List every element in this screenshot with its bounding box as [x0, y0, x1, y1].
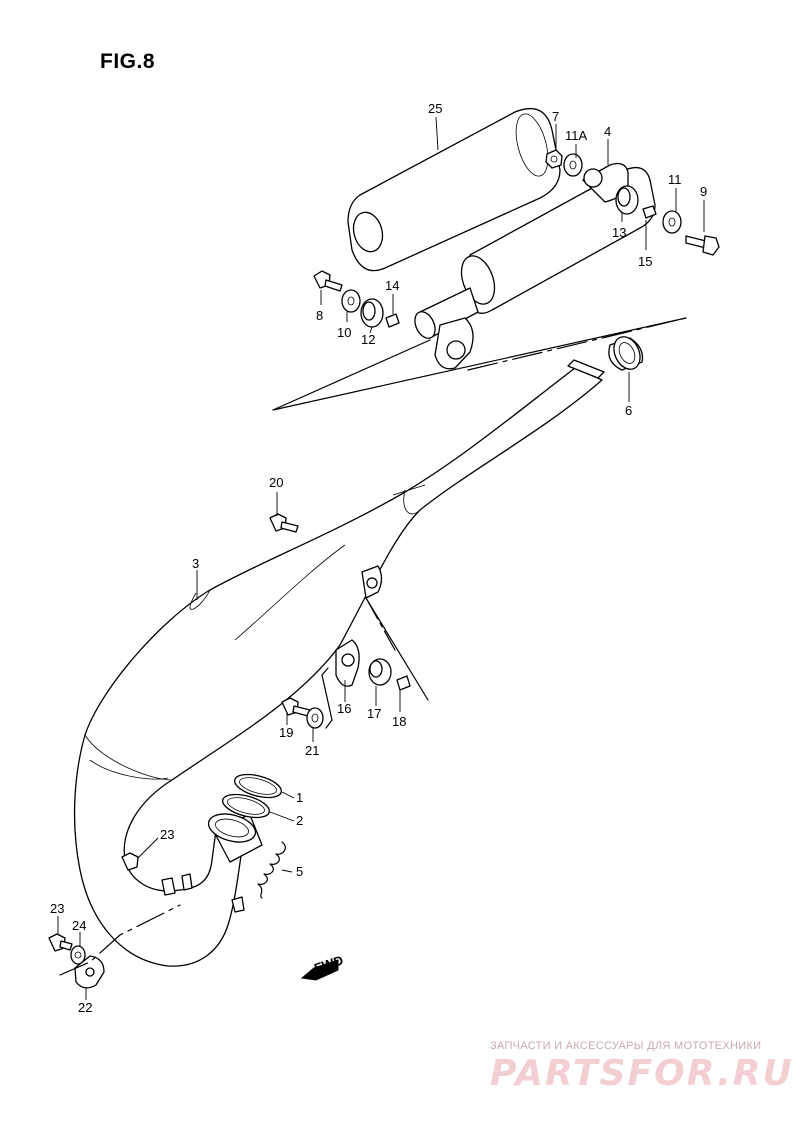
watermark-tagline: ЗАПЧАСТИ И АКСЕССУАРЫ ДЛЯ МОТОТЕХНИКИ — [490, 1040, 762, 1052]
leader-lines — [57, 116, 705, 1000]
callout-4: 4 — [604, 124, 611, 139]
callout-12: 12 — [361, 332, 375, 347]
exhaust-spring — [257, 841, 286, 899]
callout-9: 9 — [700, 184, 707, 199]
callout-14: 14 — [385, 278, 399, 293]
callout-15: 15 — [638, 254, 652, 269]
fwd-arrow-icon: FWD — [300, 952, 345, 981]
callout-18: 18 — [392, 714, 406, 729]
callout-24: 24 — [72, 918, 86, 933]
callout-23-upper: 23 — [160, 827, 174, 842]
callout-5: 5 — [296, 864, 303, 879]
silencer-guard — [347, 107, 561, 272]
callout-3: 3 — [192, 556, 199, 571]
silencer-body — [414, 162, 656, 370]
lower-mount-hardware — [48, 852, 181, 989]
callout-23-lower: 23 — [50, 901, 64, 916]
callout-16: 16 — [337, 701, 351, 716]
callout-13: 13 — [612, 225, 626, 240]
callout-2: 2 — [296, 813, 303, 828]
callout-1: 1 — [296, 790, 303, 805]
callout-8: 8 — [316, 308, 323, 323]
callout-25: 25 — [428, 101, 442, 116]
callout-17: 17 — [367, 706, 381, 721]
callout-7: 7 — [552, 109, 559, 124]
chamber-mount-hardware — [269, 513, 429, 729]
callout-10: 10 — [337, 325, 351, 340]
figure-title: FIG.8 — [100, 50, 156, 73]
watermark-logo: PARTSFOR.RU — [490, 1053, 794, 1094]
callout-21: 21 — [305, 743, 319, 758]
exhaust-seal — [608, 336, 644, 371]
callout-22: 22 — [78, 1000, 92, 1015]
muffler-mount-hardware — [313, 149, 720, 328]
callout-11: 11 — [668, 172, 682, 187]
callout-6: 6 — [625, 403, 632, 418]
assembly-plane-lines — [272, 317, 687, 411]
exhaust-gaskets — [207, 773, 282, 843]
callout-19: 19 — [279, 725, 293, 740]
callout-20: 20 — [269, 475, 283, 490]
callout-labels: 25 7 11A 4 11 9 13 15 14 8 10 12 6 20 3 … — [50, 101, 707, 1015]
outlet-tube — [392, 359, 605, 496]
callout-11a: 11A — [565, 128, 587, 143]
